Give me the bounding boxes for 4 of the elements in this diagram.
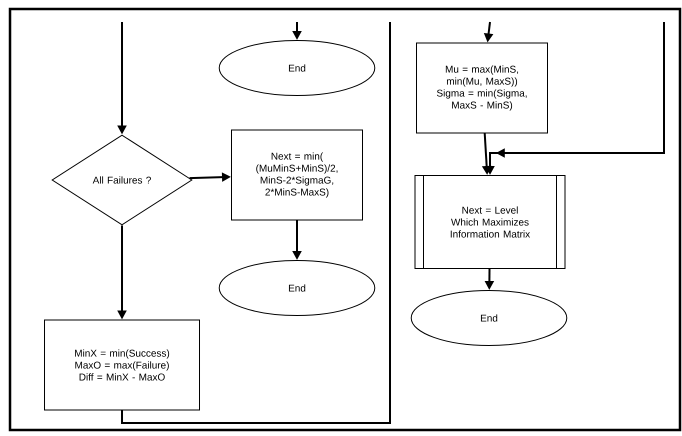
process-box: Next = min( (MuMinS+MinS)/2, MinS-2*SigmaG, 2*MinS-MaxS) <box>231 130 363 220</box>
process-box: Mu = max(MinS, min(Mu, MaxS)) Sigma = min(Sigma, MaxS - MinS) <box>416 42 548 134</box>
subroutine-box: Next = Level Which Maximizes Information Matrix <box>414 174 566 270</box>
process-box: MinX = min(Success) MaxO = max(Failure) Diff = MinX - MaxO <box>44 320 200 410</box>
